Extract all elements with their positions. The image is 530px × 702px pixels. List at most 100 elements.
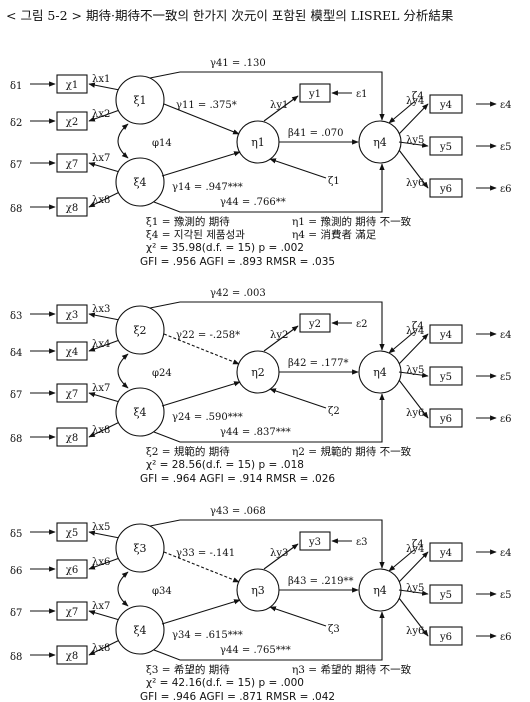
y-right-0: y4 <box>439 548 452 559</box>
phi-curve <box>117 123 129 159</box>
x-top-1: χ4 <box>66 347 78 358</box>
gamma-bottom-path <box>153 393 385 443</box>
delta-bottom-0: δ7 <box>10 608 22 619</box>
phi-label: φ34 <box>152 586 172 597</box>
phi-curve <box>117 353 129 389</box>
lambda-right-0: λy4 <box>406 326 424 337</box>
delta-top-1: δ2 <box>10 118 22 129</box>
eps-mid: ε2 <box>356 319 368 330</box>
lambda-ymid: λy3 <box>270 548 288 559</box>
xi-a: ξ1 <box>133 94 146 107</box>
zeta-right-arrow <box>388 549 415 572</box>
y-right-1-box <box>429 136 463 156</box>
delta-bottom-1: δ8 <box>10 652 22 663</box>
zeta-right-arrow <box>388 101 415 124</box>
y-right-2-box <box>429 178 463 198</box>
y-right-1: y5 <box>439 142 452 153</box>
lambda-right-line-1 <box>398 141 429 148</box>
eps-right-1: ε5 <box>500 590 512 601</box>
eps-right-2: ε6 <box>500 414 512 425</box>
eta-a: η3 <box>251 584 265 597</box>
y-right-0: y4 <box>439 100 452 111</box>
xi-a: ξ2 <box>133 324 146 337</box>
chi-square: χ² = 35.98(d.f. = 15) p = .002 <box>146 242 304 254</box>
lambda-right-line-1 <box>398 589 429 596</box>
lambda-top-1: λx2 <box>92 109 110 120</box>
lambda-bottom-line-1 <box>88 421 120 438</box>
lambda-bottom-1: λx8 <box>92 643 110 654</box>
lambda-right-1: λy5 <box>406 583 424 594</box>
y-mid: y1 <box>308 89 321 100</box>
x-top-1-box <box>56 111 88 131</box>
zeta-mid: ζ3 <box>328 624 340 635</box>
lambda-top-line-0 <box>88 312 120 321</box>
y-mid-box <box>299 313 331 333</box>
delta-bottom-1: δ8 <box>10 434 22 445</box>
gamma-bottom-label: γ44 = .765*** <box>220 645 291 656</box>
gamma-bottom-path <box>153 611 385 661</box>
xi-b: ξ4 <box>133 624 146 637</box>
zeta-right: ζ4 <box>412 539 424 550</box>
lambda-top-line-1 <box>88 557 120 570</box>
x-top-1-box <box>56 559 88 579</box>
x-bottom-1-box <box>56 427 88 447</box>
lambda-bottom-line-1 <box>88 639 120 656</box>
fit-indices: GFI = .964 AGFI = .914 RMSR = .026 <box>140 473 335 485</box>
lambda-bottom-0: λx7 <box>92 153 110 164</box>
caption-xi: ξ3 = 希望的 期待 <box>146 663 230 676</box>
x-top-1: χ6 <box>66 565 78 576</box>
beta-label: β43 = .219** <box>288 576 354 587</box>
lambda-right-1: λy5 <box>406 365 424 376</box>
y-right-0-box <box>429 324 463 344</box>
lambda-top-0: λx5 <box>92 522 110 533</box>
x-top-0-box <box>56 74 88 94</box>
lambda-ymid: λy2 <box>270 330 288 341</box>
x-bottom-0-box <box>56 601 88 621</box>
x-bottom-0: χ7 <box>66 159 78 170</box>
xi-b-circle <box>115 605 165 655</box>
caption-eta4: η4 = 消費者 滿足 <box>292 228 377 241</box>
eta-a: η2 <box>251 366 265 379</box>
zeta-mid-arrow <box>269 158 327 179</box>
eta-b: η4 <box>373 366 387 379</box>
y-right-2-box <box>429 626 463 646</box>
eps-right-1: ε5 <box>500 142 512 153</box>
lambda-bottom-0: λx7 <box>92 383 110 394</box>
gamma-mid-label: γ11 = .375* <box>176 100 237 111</box>
gamma-low-line <box>161 151 241 177</box>
fit-indices: GFI = .946 AGFI = .871 RMSR = .042 <box>140 691 335 702</box>
lambda-bottom-0: λx7 <box>92 601 110 612</box>
lambda-ymid-line <box>263 95 299 122</box>
delta-top-1: δ6 <box>10 566 22 577</box>
lambda-right-2: λy6 <box>406 626 424 637</box>
xi-a: ξ3 <box>133 542 146 555</box>
y-mid: y2 <box>308 319 321 330</box>
xi-a-circle <box>115 523 165 573</box>
gamma-low-line <box>161 381 241 407</box>
eps-mid: ε1 <box>356 89 368 100</box>
lambda-right-1: λy5 <box>406 135 424 146</box>
zeta-right: ζ4 <box>412 321 424 332</box>
gamma-bottom-label: γ44 = .766** <box>220 197 286 208</box>
eps-mid: ε3 <box>356 537 368 548</box>
lambda-top-line-1 <box>88 109 120 122</box>
gamma-low-label: γ14 = .947*** <box>172 182 243 193</box>
beta-label: β41 = .070 <box>288 128 344 139</box>
xi-b-circle <box>115 157 165 207</box>
x-bottom-1: χ8 <box>66 433 78 444</box>
eps-right-0: ε4 <box>500 548 512 559</box>
y-mid-box <box>299 531 331 551</box>
zeta-mid-arrow <box>269 388 327 409</box>
x-bottom-0-box <box>56 153 88 173</box>
eta-b: η4 <box>373 136 387 149</box>
zeta-mid: ζ2 <box>328 406 340 417</box>
xi-a-circle <box>115 75 165 125</box>
y-right-1: y5 <box>439 590 452 601</box>
lambda-top-0: λx3 <box>92 304 110 315</box>
delta-bottom-0: δ7 <box>10 160 22 171</box>
lambda-top-line-0 <box>88 82 120 91</box>
zeta-right-arrow <box>388 331 415 354</box>
x-top-0: χ1 <box>66 80 78 91</box>
lambda-top-0: λx1 <box>92 74 110 85</box>
